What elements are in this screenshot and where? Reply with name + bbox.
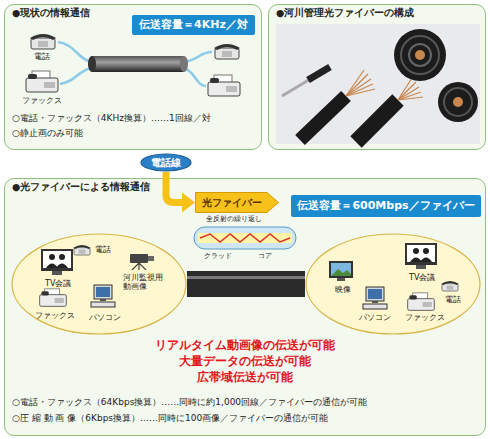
pc-icon xyxy=(91,285,115,307)
note-text: 電話 xyxy=(34,52,50,61)
strand xyxy=(346,89,375,96)
fiber-strands xyxy=(346,70,375,96)
cable-ring xyxy=(401,36,439,74)
strand xyxy=(398,97,423,100)
device-label: ファックス xyxy=(35,311,75,320)
note-text: ○静止画のみ可能 xyxy=(12,128,83,138)
phone-line-oval: 電話線 xyxy=(140,153,192,172)
note-text: ○電話・ファックス（4KHz換算）……1回線／対 xyxy=(12,113,211,123)
panel-heading: ●河川管理光ファイバーの構成 xyxy=(276,8,414,19)
feature-text: 大量データの伝送が可能 xyxy=(95,355,395,369)
device-label: 電話 xyxy=(445,295,461,304)
fiber-core xyxy=(198,233,292,243)
box-text: 光ファイバー xyxy=(202,197,262,209)
device-label: パソコン xyxy=(359,313,391,322)
outline xyxy=(196,193,279,213)
outline xyxy=(141,154,191,171)
cable-section xyxy=(394,29,446,81)
fiber-probe xyxy=(308,67,330,80)
note-text: ファックス xyxy=(22,96,62,105)
note-text: クラッド xyxy=(204,252,232,260)
phone-icon xyxy=(30,34,56,49)
light-path xyxy=(200,234,290,242)
strand xyxy=(346,74,368,96)
fiber-cable xyxy=(300,96,346,140)
fiber-cable xyxy=(187,278,305,285)
device-label: TV会議 xyxy=(409,273,435,282)
box-text: 伝送容量＝4KHz／対 xyxy=(139,19,248,32)
fiber-probe xyxy=(282,78,312,96)
cable-core xyxy=(415,50,425,60)
copper-cable xyxy=(92,56,184,72)
device-label: 河川監視用動画像 xyxy=(123,273,167,291)
device-label: パソコン xyxy=(89,313,121,322)
note-text: 全反射の繰り返し xyxy=(206,215,262,223)
note-text: コア xyxy=(258,252,272,260)
fiber-tube xyxy=(194,227,296,249)
note-text: ○圧 縮 動 画 像（6Kbps換算）……同時に100画像／ファイバーの通信が可… xyxy=(12,413,328,423)
cable-core xyxy=(453,97,463,107)
feature-text: リアルタイム動画像の伝送が可能 xyxy=(95,339,395,353)
phone-icon xyxy=(73,245,90,255)
fiber-arrow-label: 光ファイバー xyxy=(195,192,279,213)
panel-heading: ●現状の情報通信 xyxy=(12,8,90,19)
box-text: 電話線 xyxy=(151,157,181,169)
monitor-icon xyxy=(329,261,353,281)
connector-line xyxy=(187,271,305,297)
cable-end xyxy=(88,56,96,72)
panel-heading: ●光ファイバーによる情報通信 xyxy=(12,182,150,193)
phone-icon xyxy=(214,44,240,59)
cable-ring xyxy=(409,44,431,66)
cable-ring xyxy=(444,88,472,116)
network-oval: TV会議 電話河川監視用動画像ファックス パソコン xyxy=(11,233,187,335)
outline xyxy=(12,234,186,334)
device-label: TV会議 xyxy=(45,279,71,288)
capacity-box: 伝送容量＝600Mbps／ファイバー xyxy=(291,195,481,217)
box-text: 伝送容量＝600Mbps／ファイバー xyxy=(297,200,474,213)
cable-end xyxy=(180,56,188,72)
cable-highlight xyxy=(187,276,305,279)
device-label: 映像 xyxy=(335,285,351,294)
strand xyxy=(398,78,412,100)
capacity-box: 伝送容量＝4KHz／対 xyxy=(132,15,255,35)
device-label: ファックス xyxy=(405,313,445,322)
phone-icon xyxy=(441,281,458,291)
device-label: 電話 xyxy=(95,245,111,254)
feature-text: 広帯域伝送が可能 xyxy=(95,371,395,385)
photo-ground xyxy=(276,24,480,144)
cable-section xyxy=(438,82,478,122)
pc-icon xyxy=(363,287,387,309)
fiber-cable xyxy=(356,100,398,142)
outline xyxy=(306,234,480,334)
note-text: ○電話・ファックス（64Kbps換算）……同時に約1,000回線／ファイバーの通… xyxy=(12,397,367,407)
fiber-strands xyxy=(398,78,423,100)
